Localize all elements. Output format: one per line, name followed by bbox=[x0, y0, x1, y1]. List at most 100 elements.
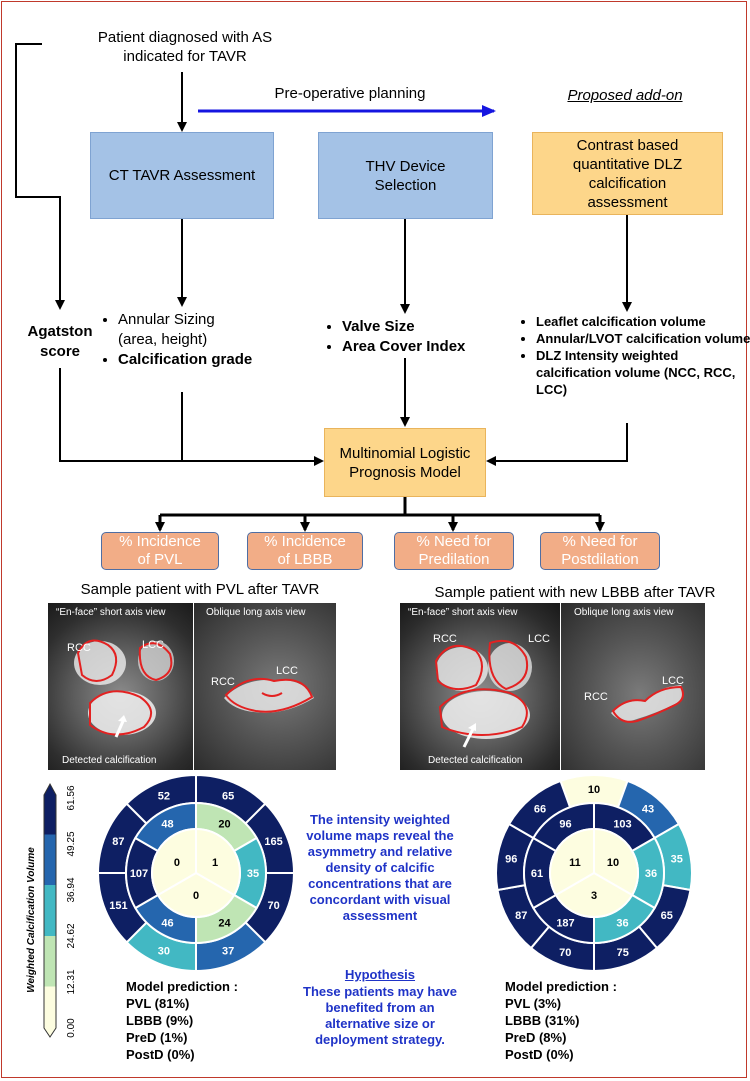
right-prediction-pred: PreD (8%) bbox=[505, 1030, 567, 1045]
bullseye_right-outer-value-1: 43 bbox=[642, 804, 654, 816]
left-short-lcc-label: LCC bbox=[142, 639, 165, 651]
thv-selection-box: THV Device Selection bbox=[318, 132, 493, 219]
right-long-axis-image bbox=[561, 603, 705, 770]
colorbar: Weighted Calcification Volume 0.00 12.31… bbox=[26, 782, 77, 1038]
right-short-axis-image bbox=[400, 603, 560, 770]
colorbar-tick-0: 0.00 bbox=[66, 1018, 77, 1038]
colorbar-tick-2: 24.62 bbox=[66, 923, 77, 948]
agatston-label: Agatston score bbox=[27, 323, 93, 360]
bullseye_right-inner-value-0: 10 bbox=[607, 857, 619, 869]
ct-assessment-label: CT TAVR Assessment bbox=[108, 167, 256, 184]
right-short-axis-label: “En-face” short axis view bbox=[408, 607, 518, 618]
right-short-axis-calcification bbox=[434, 639, 532, 748]
bullseye_right-middle-value-0: 103 bbox=[613, 819, 631, 831]
colorbar-title: Weighted Calcification Volume bbox=[26, 847, 37, 993]
bullseye_left-middle-value-5: 48 bbox=[161, 819, 173, 831]
colorbar-tick-4: 49.25 bbox=[66, 831, 77, 856]
left-prediction: Model prediction : PVL (81%) LBBB (9%) P… bbox=[126, 978, 286, 1063]
hypothesis-text: These patients may have benefited from a… bbox=[303, 984, 457, 1047]
output-predilation: % Need for Predilation bbox=[394, 532, 514, 570]
bullseye_right-middle-value-5: 96 bbox=[559, 819, 571, 831]
patient-label: Patient diagnosed with AS indicated for … bbox=[97, 29, 273, 65]
right-prediction-lbbb: LBBB (31%) bbox=[505, 1013, 580, 1028]
left-short-axis-image bbox=[48, 603, 193, 770]
model-label: Multinomial Logistic Prognosis Model bbox=[339, 444, 471, 481]
right-prediction-postd: PostD (0%) bbox=[505, 1047, 574, 1062]
center-explanation: The intensity weighted volume maps revea… bbox=[306, 812, 454, 923]
left-long-axis-image bbox=[194, 603, 336, 770]
left-short-rcc-label: RCC bbox=[67, 642, 91, 654]
model-box: Multinomial Logistic Prognosis Model bbox=[324, 428, 486, 497]
left-long-axis-label: Oblique long axis view bbox=[206, 607, 306, 618]
right-ct-panel: “En-face” short axis view Oblique long a… bbox=[400, 603, 705, 770]
bullseye_right-middle-value-1: 36 bbox=[645, 868, 657, 880]
output-predilation-label: % Need for Predilation bbox=[416, 533, 492, 568]
right-long-rcc-label: RCC bbox=[584, 691, 608, 703]
left-long-rcc-label: RCC bbox=[211, 676, 235, 688]
bullseye_right-inner-value-1: 3 bbox=[591, 890, 597, 902]
bullseye_left-middle-value-3: 46 bbox=[161, 917, 173, 929]
dlz-item-annular: Annular/LVOT calcification volume bbox=[536, 330, 750, 347]
left-long-lcc-label: LCC bbox=[276, 665, 299, 677]
colorbar-gradient bbox=[43, 782, 57, 1038]
left-prediction-lbbb: LBBB (9%) bbox=[126, 1013, 194, 1028]
bullseye_left-middle-value-4: 107 bbox=[130, 868, 148, 880]
right-long-axis-label: Oblique long axis view bbox=[574, 607, 674, 618]
bullseye_left-inner-value-0: 1 bbox=[212, 857, 218, 869]
bullseye_right-outer-value-2: 35 bbox=[671, 853, 683, 865]
right-prediction: Model prediction : PVL (3%) LBBB (31%) P… bbox=[505, 978, 675, 1063]
bullseye_right-outer-value-0: 10 bbox=[588, 784, 600, 796]
output-pvl-label: % Incidence of PVL bbox=[119, 533, 201, 568]
hypothesis-title: Hypothesis bbox=[344, 967, 416, 982]
left-sample-title: Sample patient with PVL after TAVR bbox=[80, 581, 320, 598]
preop-label: Pre-operative planning bbox=[274, 85, 426, 102]
dlz-items-list: Leaflet calcification volume Annular/LVO… bbox=[520, 313, 750, 398]
thv-items-list: Valve Size Area Cover Index bbox=[326, 317, 522, 357]
output-postdilation-label: % Need for Postdilation bbox=[561, 533, 639, 568]
output-postdilation: % Need for Postdilation bbox=[540, 532, 660, 570]
right-detected-label: Detected calcification bbox=[428, 755, 523, 766]
bullseye_left-middle-value-1: 35 bbox=[247, 868, 259, 880]
bullseye_right-inner-value-2: 11 bbox=[569, 857, 581, 869]
left-prediction-title: Model prediction : bbox=[126, 979, 238, 994]
bullseye_left-outer-value-3: 37 bbox=[222, 946, 234, 958]
left-short-axis-calcification bbox=[74, 639, 174, 738]
bullseye_left-outer-value-5: 151 bbox=[109, 900, 127, 912]
left-ct-panel: “En-face” short axis view Oblique long a… bbox=[48, 603, 336, 770]
thv-item-area-cover: Area Cover Index bbox=[342, 337, 522, 357]
bullseye_right-inner-segment-2 bbox=[549, 827, 595, 897]
output-lbbb: % Incidence of LBBB bbox=[247, 532, 363, 570]
left-prediction-pvl: PVL (81%) bbox=[126, 996, 190, 1011]
bullseye_right-middle-value-3: 187 bbox=[556, 917, 574, 929]
bullseye_right-middle-value-2: 36 bbox=[616, 917, 628, 929]
addon-label: Proposed add-on bbox=[567, 87, 683, 104]
bullseye_right-middle-value-4: 61 bbox=[531, 868, 543, 880]
bullseye_left-outer-value-0: 65 bbox=[222, 790, 234, 802]
left-prediction-postd: PostD (0%) bbox=[126, 1047, 195, 1062]
right-short-lcc-label: LCC bbox=[528, 633, 551, 645]
bullseye_right-outer-value-5: 70 bbox=[559, 947, 571, 959]
output-pvl: % Incidence of PVL bbox=[101, 532, 219, 570]
right-short-rcc-label: RCC bbox=[433, 633, 457, 645]
bullseye_right-outer-value-3: 65 bbox=[661, 910, 673, 922]
bullseye_left-outer-value-1: 165 bbox=[264, 836, 282, 848]
bullseye_left-middle-value-2: 24 bbox=[218, 917, 231, 929]
right-prediction-title: Model prediction : bbox=[505, 979, 617, 994]
dlz-assessment-box: Contrast based quantitative DLZ calcific… bbox=[532, 132, 723, 215]
colorbar-tick-5: 61.56 bbox=[66, 785, 77, 810]
bullseye_right-inner-segment-1 bbox=[554, 871, 634, 918]
colorbar-tick-1: 12.31 bbox=[66, 969, 77, 994]
bullseye_right-outer-value-6: 87 bbox=[515, 910, 527, 922]
right-long-lcc-label: LCC bbox=[662, 675, 685, 687]
bullseye_left-outer-value-2: 70 bbox=[267, 900, 279, 912]
thv-selection-label: THV Device Selection bbox=[365, 157, 446, 194]
bullseye_right-outer-value-7: 96 bbox=[505, 853, 517, 865]
ct-item-calcification: Calcification grade bbox=[118, 350, 258, 370]
left-short-axis-label: “En-face” short axis view bbox=[56, 607, 166, 618]
right-long-axis-calcification bbox=[611, 685, 684, 723]
